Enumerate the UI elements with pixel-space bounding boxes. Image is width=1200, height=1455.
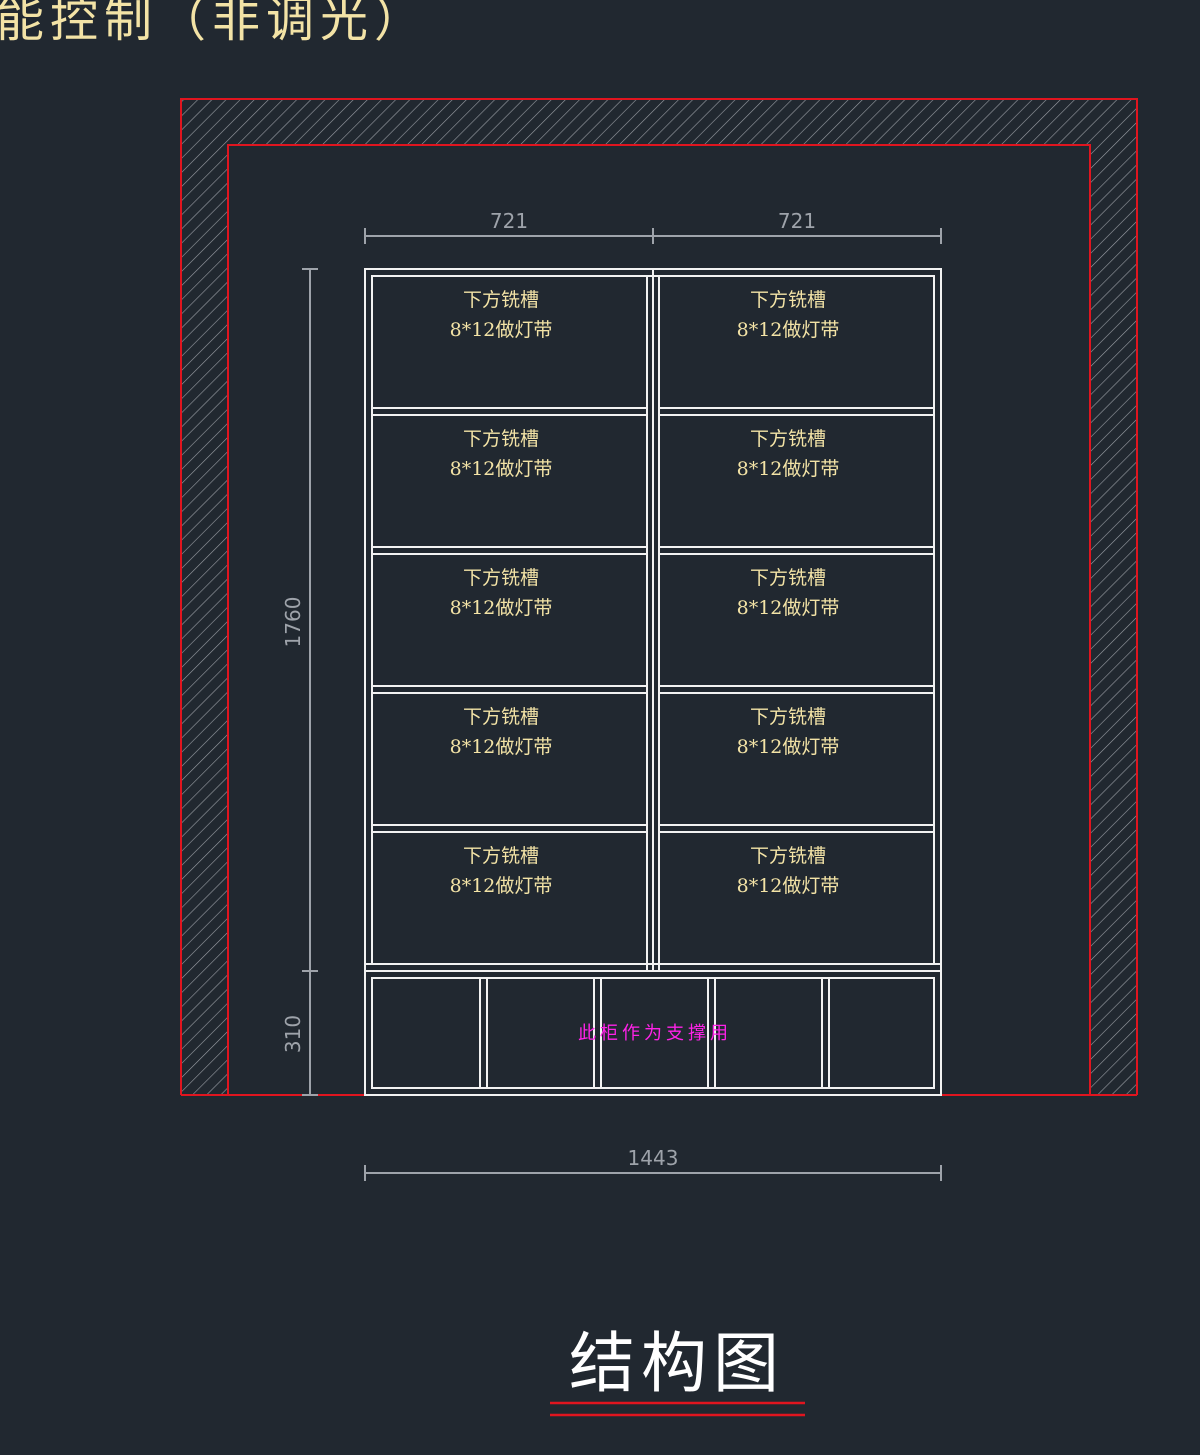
wall-outline xyxy=(180,98,1138,1096)
compartment-label-line1: 下方铣槽 xyxy=(463,706,539,728)
dim-top-right: 721 xyxy=(778,209,816,233)
compartment-label-line2: 8*12做灯带 xyxy=(737,597,840,619)
base-cabinet xyxy=(371,977,935,1089)
compartment-label-line2: 8*12做灯带 xyxy=(450,736,553,758)
dim-height-lower: 310 xyxy=(281,1015,305,1053)
compartment-label-line1: 下方铣槽 xyxy=(750,706,826,728)
wall-hatch xyxy=(181,99,1137,1095)
compartment-label-line1: 下方铣槽 xyxy=(463,428,539,450)
dim-total-width: 1443 xyxy=(628,1146,679,1170)
drawing-title: 结构图 xyxy=(569,1325,785,1402)
compartment-label-line2: 8*12做灯带 xyxy=(737,736,840,758)
compartment-label-line1: 下方铣槽 xyxy=(750,845,826,867)
dim-top-left: 721 xyxy=(490,209,528,233)
base-note: 此柜作为支撑用 xyxy=(578,1023,732,1044)
compartment-label-line1: 下方铣槽 xyxy=(463,845,539,867)
header-title: 能控制（非调光） xyxy=(0,0,428,48)
compartment-label-line2: 8*12做灯带 xyxy=(737,319,840,341)
compartment-label-line1: 下方铣槽 xyxy=(750,289,826,311)
compartment-label-line2: 8*12做灯带 xyxy=(737,875,840,897)
compartment-label-line2: 8*12做灯带 xyxy=(450,319,553,341)
compartment-label-line1: 下方铣槽 xyxy=(750,567,826,589)
dim-height-upper: 1760 xyxy=(281,597,305,648)
compartment-label-line1: 下方铣槽 xyxy=(463,567,539,589)
dimension-lines xyxy=(302,228,942,1181)
compartment-label-line1: 下方铣槽 xyxy=(750,428,826,450)
compartment-label-line2: 8*12做灯带 xyxy=(450,458,553,480)
compartment-label-line2: 8*12做灯带 xyxy=(450,875,553,897)
compartment-label-line2: 8*12做灯带 xyxy=(450,597,553,619)
cabinet-frame xyxy=(364,268,942,1096)
title-underline xyxy=(550,1401,805,1417)
compartment-labels: 下方铣槽8*12做灯带下方铣槽8*12做灯带下方铣槽8*12做灯带下方铣槽8*1… xyxy=(450,289,840,897)
compartment-label-line1: 下方铣槽 xyxy=(463,289,539,311)
compartment-label-line2: 8*12做灯带 xyxy=(737,458,840,480)
